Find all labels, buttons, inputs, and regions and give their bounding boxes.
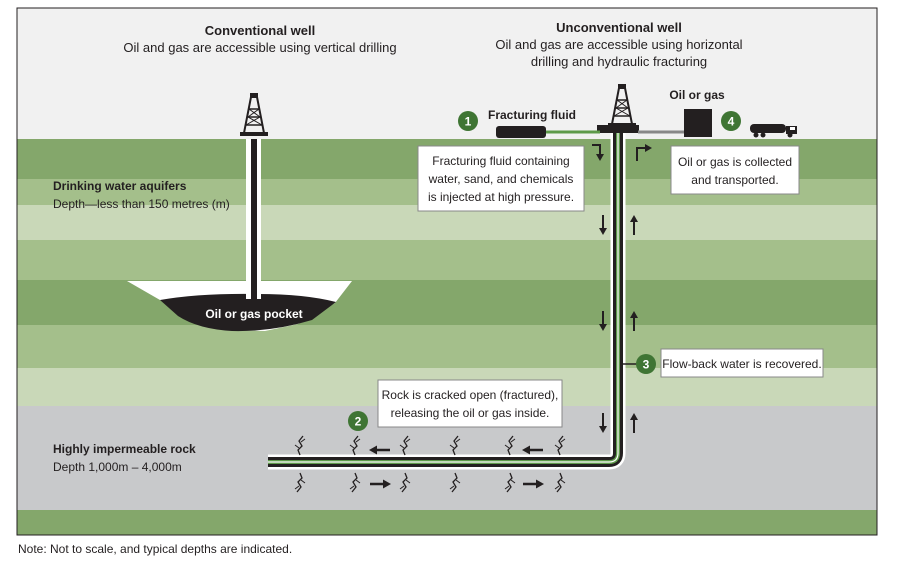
step-3-callout bbox=[660, 348, 824, 378]
step-1: 1 Fracturing fluid Fracturing fluid cont… bbox=[417, 108, 585, 212]
gas-storage-tank bbox=[684, 109, 712, 137]
step-4-callout bbox=[670, 145, 800, 195]
step-2-number: 2 bbox=[355, 415, 362, 429]
headings: Conventional well Oil and gas are access… bbox=[123, 20, 742, 69]
layer-labels: Drinking water aquifers Depth—less than … bbox=[53, 179, 303, 474]
oil-or-gas-label: Oil or gas bbox=[669, 88, 725, 102]
step-1-text-2: water, sand, and chemicals bbox=[428, 172, 574, 186]
aquifers-depth: Depth—less than 150 metres (m) bbox=[53, 197, 230, 211]
bottom-layer bbox=[17, 510, 877, 535]
step-3: 3 Flow-back water is recovered. bbox=[622, 348, 824, 378]
conventional-title: Conventional well bbox=[205, 23, 316, 38]
step-4-text-2: and transported. bbox=[691, 173, 778, 187]
step-2-badge bbox=[348, 411, 368, 431]
wellhead-pad bbox=[597, 125, 639, 133]
step-2-text-2: releasing the oil or gas inside. bbox=[391, 406, 550, 420]
step-2-callout bbox=[377, 379, 563, 428]
step-4-text-1: Oil or gas is collected bbox=[678, 155, 792, 169]
step-3-badge bbox=[636, 354, 656, 374]
aquifers-title: Drinking water aquifers bbox=[53, 179, 187, 193]
footnote: Note: Not to scale, and typical depths a… bbox=[18, 542, 292, 556]
aquifer-band-3 bbox=[17, 240, 877, 280]
rock-title: Highly impermeable rock bbox=[53, 442, 196, 456]
conventional-well-bore bbox=[251, 139, 257, 301]
elbow-out-arrow-icon bbox=[636, 144, 652, 161]
flow-arrows bbox=[367, 144, 652, 490]
fracturing-fluid-label: Fracturing fluid bbox=[488, 108, 576, 122]
diagram-frame bbox=[16, 7, 878, 536]
step-1-text-3: is injected at high pressure. bbox=[428, 190, 574, 204]
unconventional-well bbox=[268, 83, 797, 470]
step-1-text-1: Fracturing fluid containing bbox=[432, 154, 569, 168]
conventional-well bbox=[127, 92, 352, 332]
conventional-subtitle: Oil and gas are accessible using vertica… bbox=[123, 40, 396, 55]
truck-icon bbox=[750, 124, 797, 138]
unconventional-subtitle-1: Oil and gas are accessible using horizon… bbox=[495, 37, 742, 52]
step-3-text-1: Flow-back water is recovered. bbox=[662, 357, 821, 371]
step-4-number: 4 bbox=[728, 115, 735, 129]
unconventional-subtitle-2: drilling and hydraulic fracturing bbox=[531, 54, 707, 69]
step-2-text-1: Rock is cracked open (fractured), bbox=[382, 388, 559, 402]
step-2: 2 Rock is cracked open (fractured), rele… bbox=[348, 379, 563, 431]
step-4: Oil or gas 4 Oil or gas is collected and… bbox=[669, 88, 800, 195]
sky-area bbox=[17, 8, 877, 139]
oil-gas-pocket-label: Oil or gas pocket bbox=[205, 307, 302, 321]
step-1-badge bbox=[458, 111, 478, 131]
step-3-number: 3 bbox=[643, 358, 650, 372]
step-1-callout bbox=[417, 145, 585, 212]
elbow-down-arrow-icon bbox=[592, 144, 604, 161]
step-1-number: 1 bbox=[465, 115, 472, 129]
step-4-badge bbox=[721, 111, 741, 131]
rock-depth: Depth 1,000m – 4,000m bbox=[53, 460, 182, 474]
unconventional-title: Unconventional well bbox=[556, 20, 682, 35]
fluid-tank bbox=[496, 126, 546, 138]
oil-gas-pocket bbox=[160, 293, 336, 332]
horizontal-well-pipe-core bbox=[268, 133, 619, 463]
